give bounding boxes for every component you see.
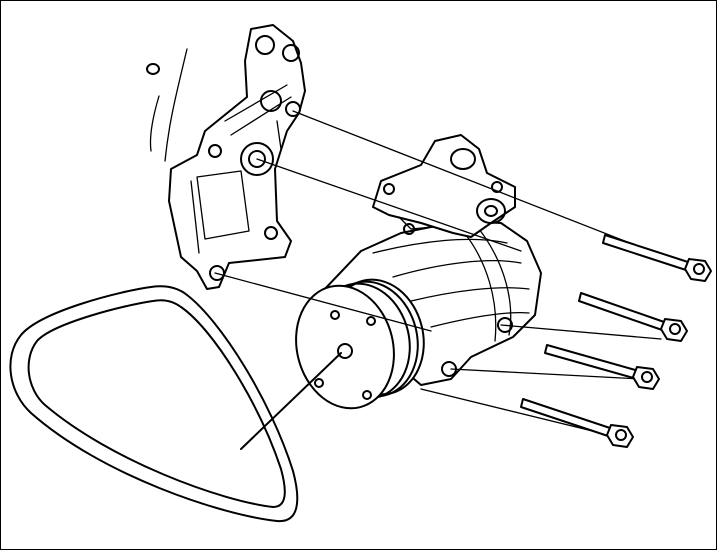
mounting-bolt [602,234,712,282]
drive-belt [9,285,299,523]
mounting-bolt [520,398,634,448]
small-nut [146,63,160,75]
mounting-bracket [168,24,306,290]
leader-line [240,352,342,450]
mounting-bolt [578,292,688,342]
engine-edge-lines [149,48,188,162]
mounting-bolt [544,344,660,390]
magnetic-clutch-pulley [295,278,425,410]
